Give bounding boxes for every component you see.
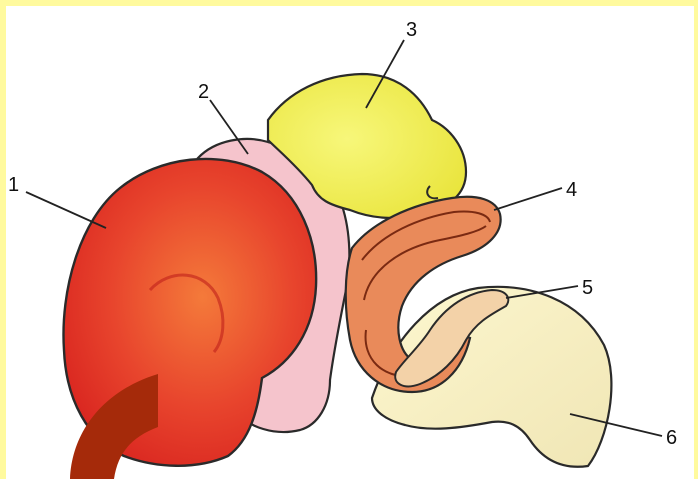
leader-line-1	[26, 192, 106, 228]
diagram-canvas: 1 2 3 4 5 6	[6, 6, 694, 479]
leader-line-4	[494, 188, 562, 210]
label-5: 5	[582, 277, 593, 299]
label-1: 1	[8, 174, 19, 196]
label-2: 2	[198, 81, 209, 103]
label-3: 3	[406, 19, 417, 41]
label-4: 4	[566, 179, 577, 201]
label-6: 6	[666, 427, 677, 449]
brain-diagram: 1 2 3 4 5 6	[6, 6, 694, 479]
